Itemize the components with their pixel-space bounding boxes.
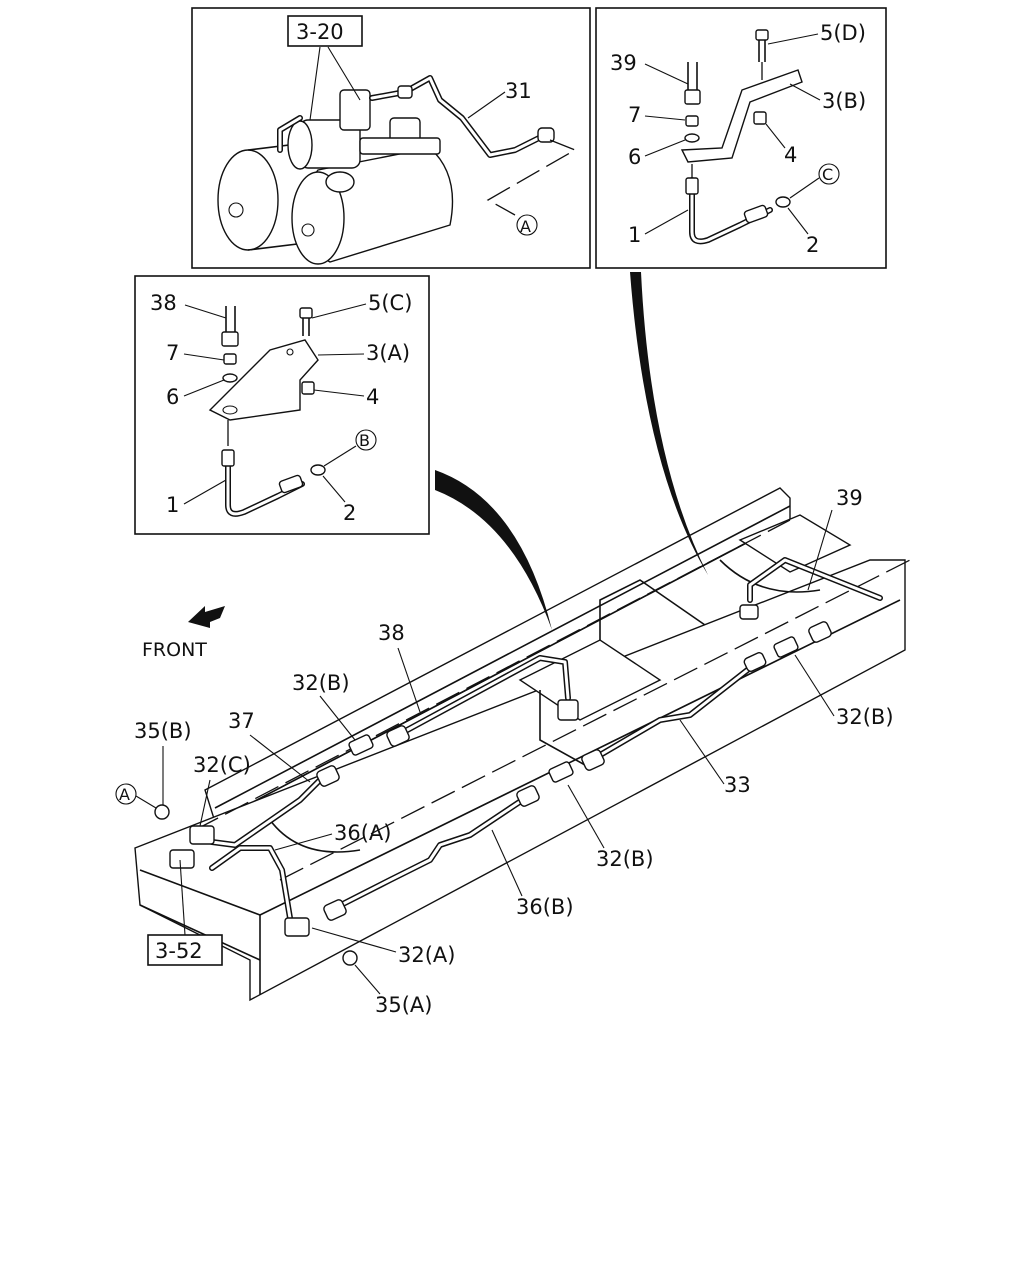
ref-3-20-box xyxy=(287,15,363,47)
leader-37 xyxy=(249,734,311,783)
label-33: 33 xyxy=(724,773,751,797)
leader-39-top xyxy=(644,63,689,85)
label-4-top: 4 xyxy=(784,143,797,167)
label-1-mid: 1 xyxy=(166,493,179,517)
leader-32b-3 xyxy=(567,784,605,849)
label-5d: 5(D) xyxy=(820,21,866,45)
leader-39-main xyxy=(807,509,833,591)
connector-b: B xyxy=(359,431,370,450)
label-6-top: 6 xyxy=(628,145,641,169)
leader-36a xyxy=(274,833,333,851)
label-32b-1: 32(B) xyxy=(292,671,350,695)
leader-1-top xyxy=(644,209,689,235)
leader-6-top xyxy=(644,139,686,157)
leader-2-top xyxy=(787,207,809,235)
label-7-top: 7 xyxy=(628,103,641,127)
ref-3-20-leader xyxy=(309,46,361,121)
label-32b-3: 32(B) xyxy=(596,847,654,871)
label-36b: 36(B) xyxy=(516,895,574,919)
connector-c-circle xyxy=(818,163,840,185)
leader-a-main xyxy=(135,795,157,809)
label-2-top: 2 xyxy=(806,233,819,257)
leader-2-mid xyxy=(322,475,346,503)
connector-a-main: A xyxy=(119,785,130,804)
top-right-panel xyxy=(595,7,887,269)
label-2-mid: 2 xyxy=(343,501,356,525)
leader-5d xyxy=(767,33,819,45)
connector-a-top: A xyxy=(520,217,531,236)
middle-panel xyxy=(134,275,430,535)
leader-38-mid xyxy=(184,304,227,319)
ref-3-20-label: 3-20 xyxy=(296,20,344,44)
ref-3-52-leader xyxy=(179,859,186,936)
label-38-mid: 38 xyxy=(150,291,177,315)
label-7-mid: 7 xyxy=(166,341,179,365)
label-39-top: 39 xyxy=(610,51,637,75)
label-4-mid: 4 xyxy=(366,385,379,409)
label-36a: 36(A) xyxy=(334,821,391,845)
label-35a: 35(A) xyxy=(375,993,432,1017)
front-label: FRONT xyxy=(142,639,207,661)
label-37: 37 xyxy=(228,709,255,733)
label-32c: 32(C) xyxy=(193,753,251,777)
leader-6-mid xyxy=(183,379,225,397)
label-3b: 3(B) xyxy=(822,89,866,113)
label-39-main: 39 xyxy=(836,486,863,510)
label-5c: 5(C) xyxy=(368,291,412,315)
fittings xyxy=(154,604,832,966)
label-1-top: 1 xyxy=(628,223,641,247)
leader-31 xyxy=(467,91,506,119)
top-left-panel xyxy=(191,7,591,269)
label-3a: 3(A) xyxy=(366,341,410,365)
leader-36b xyxy=(491,829,523,897)
leader-1-mid xyxy=(183,479,227,505)
label-38-main: 38 xyxy=(378,621,405,645)
callout-arrow-right xyxy=(630,272,708,575)
callout-arrow-middle xyxy=(435,470,552,630)
leader-c xyxy=(789,177,820,199)
ref-3-52-label: 3-52 xyxy=(155,939,203,963)
leader-32a xyxy=(311,927,397,953)
leader-35a xyxy=(354,964,381,995)
brake-pipes xyxy=(209,557,883,921)
leader-4-mid xyxy=(313,389,365,397)
leader-3b xyxy=(789,83,821,101)
connector-a-top-circle xyxy=(516,214,538,236)
leader-5c xyxy=(311,303,367,319)
leader-4-top xyxy=(765,123,786,149)
leader-38-main xyxy=(397,647,421,713)
leader-32b-1 xyxy=(319,695,356,741)
leader-7-top xyxy=(644,115,686,121)
label-32b-2: 32(B) xyxy=(836,705,894,729)
connector-a-main-circle xyxy=(115,783,137,805)
label-31: 31 xyxy=(505,79,532,103)
leader-32c xyxy=(199,779,211,827)
label-32a: 32(A) xyxy=(398,943,455,967)
leader-33 xyxy=(679,719,725,785)
label-35b: 35(B) xyxy=(134,719,192,743)
label-6-mid: 6 xyxy=(166,385,179,409)
leader-3a xyxy=(317,353,365,356)
leader-7-mid xyxy=(183,353,225,361)
leader-b xyxy=(323,445,357,467)
chassis-frame xyxy=(134,487,911,1002)
front-arrow-icon xyxy=(188,606,225,628)
connector-b-circle xyxy=(355,429,377,451)
leader-32b-2 xyxy=(794,654,835,717)
connector-c: C xyxy=(822,165,833,184)
